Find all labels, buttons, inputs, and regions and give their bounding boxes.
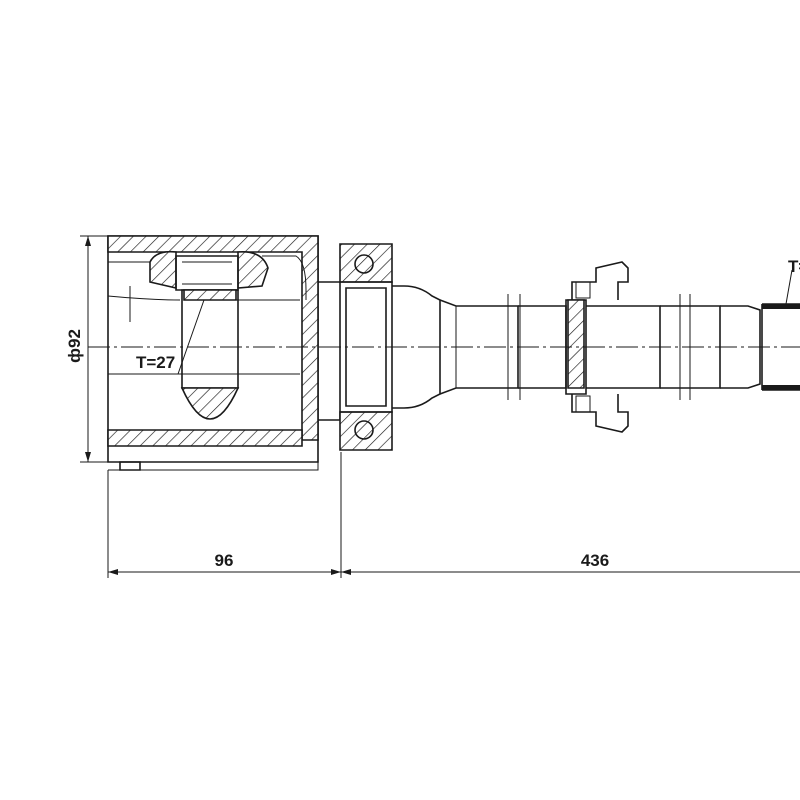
spline-right-label: T= xyxy=(788,257,800,276)
diameter-label: ф92 xyxy=(65,329,84,363)
tripod-roller xyxy=(140,250,269,420)
dimension-diameter xyxy=(80,235,108,463)
dimension-length xyxy=(107,452,800,578)
spline-left-label: T=27 xyxy=(136,353,175,372)
shaft-bearing xyxy=(339,243,393,451)
joint-housing xyxy=(107,235,341,471)
length-shaft-label: 436 xyxy=(581,551,609,570)
length-joint-label: 96 xyxy=(215,551,234,570)
